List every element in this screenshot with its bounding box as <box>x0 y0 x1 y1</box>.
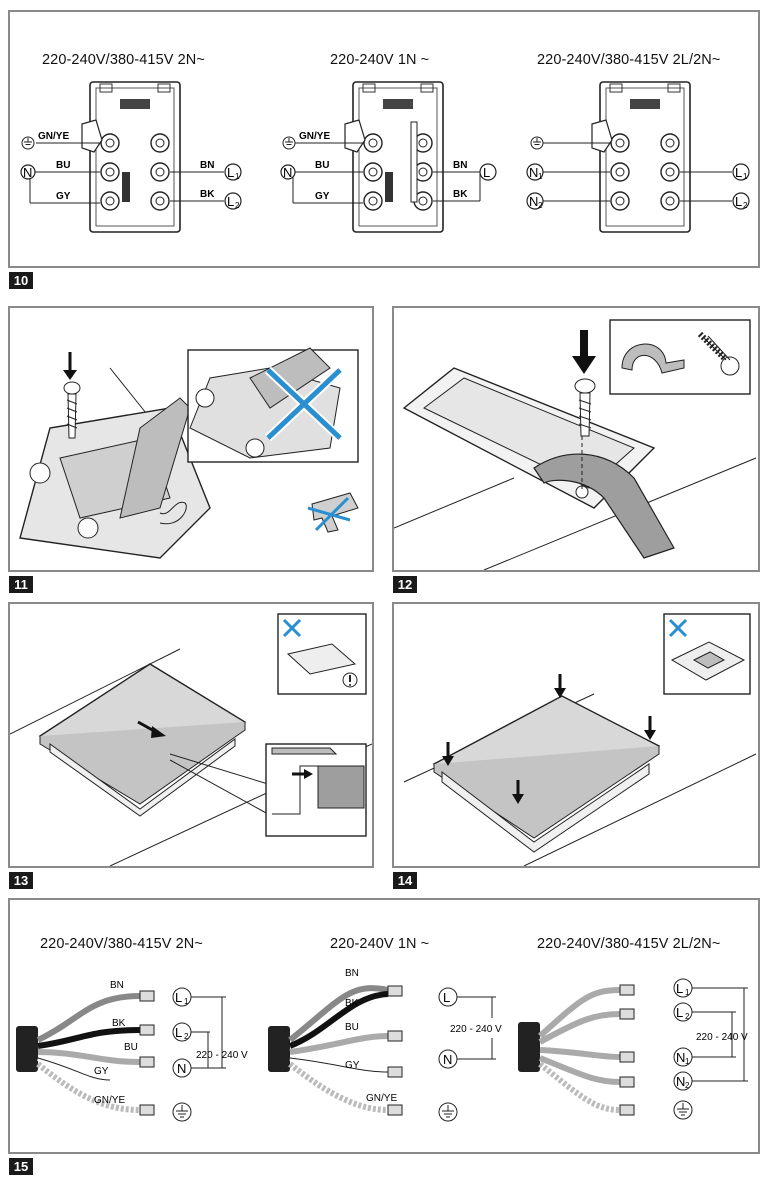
f15-ground-icon-3 <box>673 1100 693 1120</box>
f10-neutral-1: N <box>23 165 32 180</box>
figure-12-panel <box>392 306 760 572</box>
f10-n2-sub-3: 2 <box>538 201 543 210</box>
f12-illustration <box>394 319 757 570</box>
f15-l1-1: L <box>175 990 182 1005</box>
f10-ground-symbol-2 <box>282 136 296 150</box>
f15-cable-diagrams: BN BK BU GY GN/YE L 1 L 2 N 220 - 240 V <box>16 968 748 1122</box>
f15-n2-sub-3: 2 <box>685 1081 690 1090</box>
f10-bn-label-2: BN <box>453 160 467 171</box>
f15-n1-sub-3: 1 <box>685 1057 690 1066</box>
f15-voltage-3: 220 - 240 V <box>696 1032 748 1043</box>
f15-bk-label-1: BK <box>112 1018 126 1029</box>
f10-l1-1: L <box>227 165 234 180</box>
f15-ground-icon-2 <box>438 1102 458 1122</box>
f15-voltage-2: 220 - 240 V <box>450 1024 502 1035</box>
f11-illustration <box>19 347 359 559</box>
f15-gy-label-2: GY <box>345 1060 360 1071</box>
f13-warning-icon <box>342 672 358 688</box>
f15-n1-3: N <box>676 1050 685 1065</box>
f15-l2-1: L <box>175 1025 182 1040</box>
f15-gnye-label-1: GN/YE <box>94 1095 125 1106</box>
f14-press-arrows <box>442 674 656 804</box>
f10-title-2: 220-240V 1N ~ <box>330 52 430 68</box>
f15-voltage-1: 220 - 240 V <box>196 1050 248 1061</box>
f15-l1-3: L <box>676 981 683 996</box>
f10-title-3: 220-240V/380-415V 2L/2N~ <box>537 52 721 68</box>
figure-13-panel <box>8 602 374 868</box>
f10-l2-1: L <box>227 194 234 209</box>
f15-bu-label-1: BU <box>124 1042 138 1053</box>
f11-cross-icon <box>264 366 344 442</box>
f11-screw <box>63 352 81 439</box>
f13-cross-icon <box>282 618 302 638</box>
f15-bn-label-2: BN <box>345 968 359 979</box>
f15-cable-1 <box>16 990 155 1116</box>
f15-l-2: L <box>443 990 450 1005</box>
f10-l1-3: L <box>735 165 742 180</box>
f10-ground-symbol-3 <box>530 136 544 150</box>
figure-10-badge: 10 <box>9 272 33 289</box>
f10-n2-3: N <box>529 194 538 209</box>
f10-gy-label-2: GY <box>315 191 330 202</box>
f10-l1-sub-1: 1 <box>235 172 240 181</box>
figure-15-badge: 15 <box>9 1158 33 1175</box>
f15-l2-sub-3: 2 <box>685 1012 690 1021</box>
f15-gnye-label-2: GN/YE <box>366 1093 397 1104</box>
f10-terminal-diagrams: GN/YE N BU GY BN BK L 1 L 2 <box>20 81 750 233</box>
f10-terminal-block-3 <box>591 81 691 233</box>
figure-14-badge: 14 <box>393 872 417 889</box>
f15-cable-3 <box>518 984 635 1116</box>
f15-l2-3: L <box>676 1005 683 1020</box>
f10-title-1: 220-240V/380-415V 2N~ <box>42 52 205 68</box>
f13-illustration <box>10 613 372 866</box>
f14-cross-icon <box>668 618 688 638</box>
f10-gy-label-1: GY <box>56 191 71 202</box>
f10-bk-label-2: BK <box>453 189 468 200</box>
figure-15-panel: 220-240V/380-415V 2N~ 220-240V 1N ~ 220-… <box>8 898 760 1154</box>
figure-11-badge: 11 <box>9 576 33 593</box>
f10-gnye-label-1: GN/YE <box>38 131 69 142</box>
f14-illustration <box>403 613 757 866</box>
f12-screw-detail <box>697 331 740 376</box>
f15-cable-2 <box>268 985 403 1116</box>
f11-no-glue-gun-icon <box>307 492 359 533</box>
f15-ground-icon-1 <box>172 1102 192 1122</box>
f10-bk-label-1: BK <box>200 189 215 200</box>
f15-n-2: N <box>443 1052 452 1067</box>
f15-gy-label-1: GY <box>94 1066 109 1077</box>
f10-n1-sub-3: 1 <box>538 172 543 181</box>
f10-bn-label-1: BN <box>200 160 214 171</box>
f15-bk-label-2: BK <box>345 998 359 1009</box>
figure-13-badge: 13 <box>9 872 33 889</box>
f15-l1-sub-1: 1 <box>184 997 189 1006</box>
f15-n2-3: N <box>676 1074 685 1089</box>
f15-l1-sub-3: 1 <box>685 988 690 997</box>
f10-l1-sub-3: 1 <box>743 172 748 181</box>
f15-n-1: N <box>177 1061 186 1076</box>
f10-l2-3: L <box>735 194 742 209</box>
f10-n1-3: N <box>529 165 538 180</box>
f10-l2-sub-3: 2 <box>743 201 748 210</box>
f12-screw <box>572 330 596 437</box>
f15-bu-label-2: BU <box>345 1022 359 1033</box>
f15-title-2: 220-240V 1N ~ <box>330 936 430 952</box>
f15-bn-label-1: BN <box>110 980 124 991</box>
f10-bu-label-2: BU <box>315 160 329 171</box>
f15-l2-sub-1: 2 <box>184 1032 189 1041</box>
f15-title-3: 220-240V/380-415V 2L/2N~ <box>537 936 721 952</box>
f10-neutral-2: N <box>283 165 292 180</box>
f10-terminal-block-1 <box>81 81 181 233</box>
f15-title-1: 220-240V/380-415V 2N~ <box>40 936 203 952</box>
f10-ground-symbol-1 <box>21 136 35 150</box>
figure-12-badge: 12 <box>393 576 417 593</box>
figure-14-panel <box>392 602 760 868</box>
figure-10-panel: 220-240V/380-415V 2N~ 220-240V 1N ~ 220-… <box>8 10 760 268</box>
f10-gnye-label-2: GN/YE <box>299 131 330 142</box>
f10-l2-sub-1: 2 <box>235 201 240 210</box>
f10-bu-label-1: BU <box>56 160 70 171</box>
f10-line-2: L <box>483 165 490 180</box>
figure-11-panel <box>8 306 374 572</box>
f10-terminal-block-2 <box>344 81 444 233</box>
